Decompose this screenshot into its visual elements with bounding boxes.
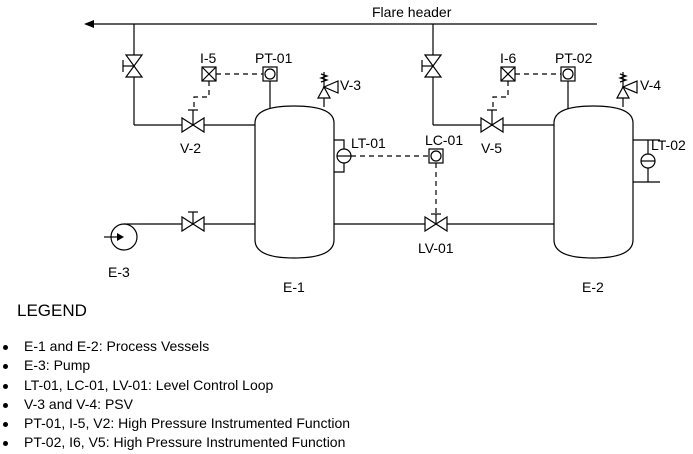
- legend-item-text: PT-01, I-5, V2: High Pressure Instrument…: [24, 415, 351, 432]
- bullet-icon: [3, 383, 8, 389]
- legend-item: PT-01, I-5, V2: High Pressure Instrument…: [0, 414, 350, 433]
- psv-v3-label: V-3: [340, 77, 361, 93]
- valve-pump-discharge[interactable]: [181, 211, 205, 233]
- legend-list: E-1 and E-2: Process Vessels E-3: Pump L…: [0, 337, 350, 453]
- bullet-icon: [3, 345, 8, 350]
- legend-title: LEGEND: [17, 301, 87, 320]
- psv-v4-label: V-4: [640, 77, 661, 93]
- interlock-i6-label: I-6: [500, 50, 517, 66]
- vessel-e1-label: E-1: [283, 279, 305, 295]
- lt02-label: LT-02: [651, 137, 686, 153]
- pump-e3-label: E-3: [108, 264, 130, 280]
- interlock-i5-label: I-5: [200, 50, 217, 66]
- vent-valve-left[interactable]: [122, 54, 144, 78]
- lv01-label: LV-01: [418, 240, 454, 256]
- legend-item-text: E-1 and E-2: Process Vessels: [24, 338, 210, 354]
- bullet-icon: [3, 441, 8, 447]
- pressure-transmitter-pt01[interactable]: [262, 66, 278, 82]
- psv-v3[interactable]: [316, 72, 339, 107]
- vessel-e2[interactable]: [553, 105, 634, 259]
- interlock-i5[interactable]: [201, 66, 217, 82]
- psv-v4[interactable]: [615, 72, 638, 107]
- vessel-e2-label: E-2: [582, 279, 604, 295]
- lt01-label: LT-01: [351, 135, 386, 151]
- legend-item-text: E-3: Pump: [24, 357, 91, 374]
- level-transmitter-lt01[interactable]: [336, 148, 352, 164]
- legend-item-text: PT-02, I6, V5: High Pressure Instrumente…: [24, 434, 346, 451]
- flare-header-label: Flare header: [372, 4, 452, 20]
- legend-item: V-3 and V-4: PSV: [0, 395, 350, 414]
- vessel-e1[interactable]: [254, 105, 335, 259]
- legend-item: E-3: Pump: [0, 356, 350, 375]
- valve-v5[interactable]: [480, 109, 504, 134]
- bullet-icon: [3, 402, 8, 408]
- level-transmitter-lt02[interactable]: [640, 153, 656, 169]
- legend-item-text: LT-01, LC-01, LV-01: Level Control Loop: [24, 376, 274, 393]
- flare-header-arrow: [84, 20, 94, 28]
- legend-item: PT-02, I6, V5: High Pressure Instrumente…: [0, 433, 350, 452]
- pump-e3[interactable]: [104, 223, 140, 251]
- signal-i6-v5: [492, 81, 509, 110]
- pressure-transmitter-pt02[interactable]: [560, 66, 576, 82]
- pt01-label: PT-01: [255, 50, 293, 66]
- valve-v2[interactable]: [181, 109, 205, 134]
- lc01-label: LC-01: [425, 132, 463, 148]
- level-controller-lc01[interactable]: [428, 148, 444, 164]
- bullet-icon: [3, 422, 8, 428]
- legend-item: LT-01, LC-01, LV-01: Level Control Loop: [0, 376, 350, 395]
- process-diagram: Flare header E-1 E-2 V-2 I-5 PT-01: [84, 4, 686, 295]
- lt02-taps-horizontal: [633, 139, 660, 183]
- pt02-label: PT-02: [555, 50, 593, 66]
- interlock-i6[interactable]: [500, 66, 516, 82]
- signal-i5-v2: [193, 81, 210, 110]
- legend-item-text: V-3 and V-4: PSV: [24, 395, 133, 412]
- level-valve-lv01[interactable]: [424, 213, 448, 233]
- valve-v5-label: V-5: [481, 140, 502, 156]
- valve-v2-label: V-2: [180, 140, 201, 156]
- vent-valve-right[interactable]: [421, 54, 443, 78]
- legend-item: E-1 and E-2: Process Vessels: [0, 337, 350, 356]
- bullet-icon: [3, 364, 8, 370]
